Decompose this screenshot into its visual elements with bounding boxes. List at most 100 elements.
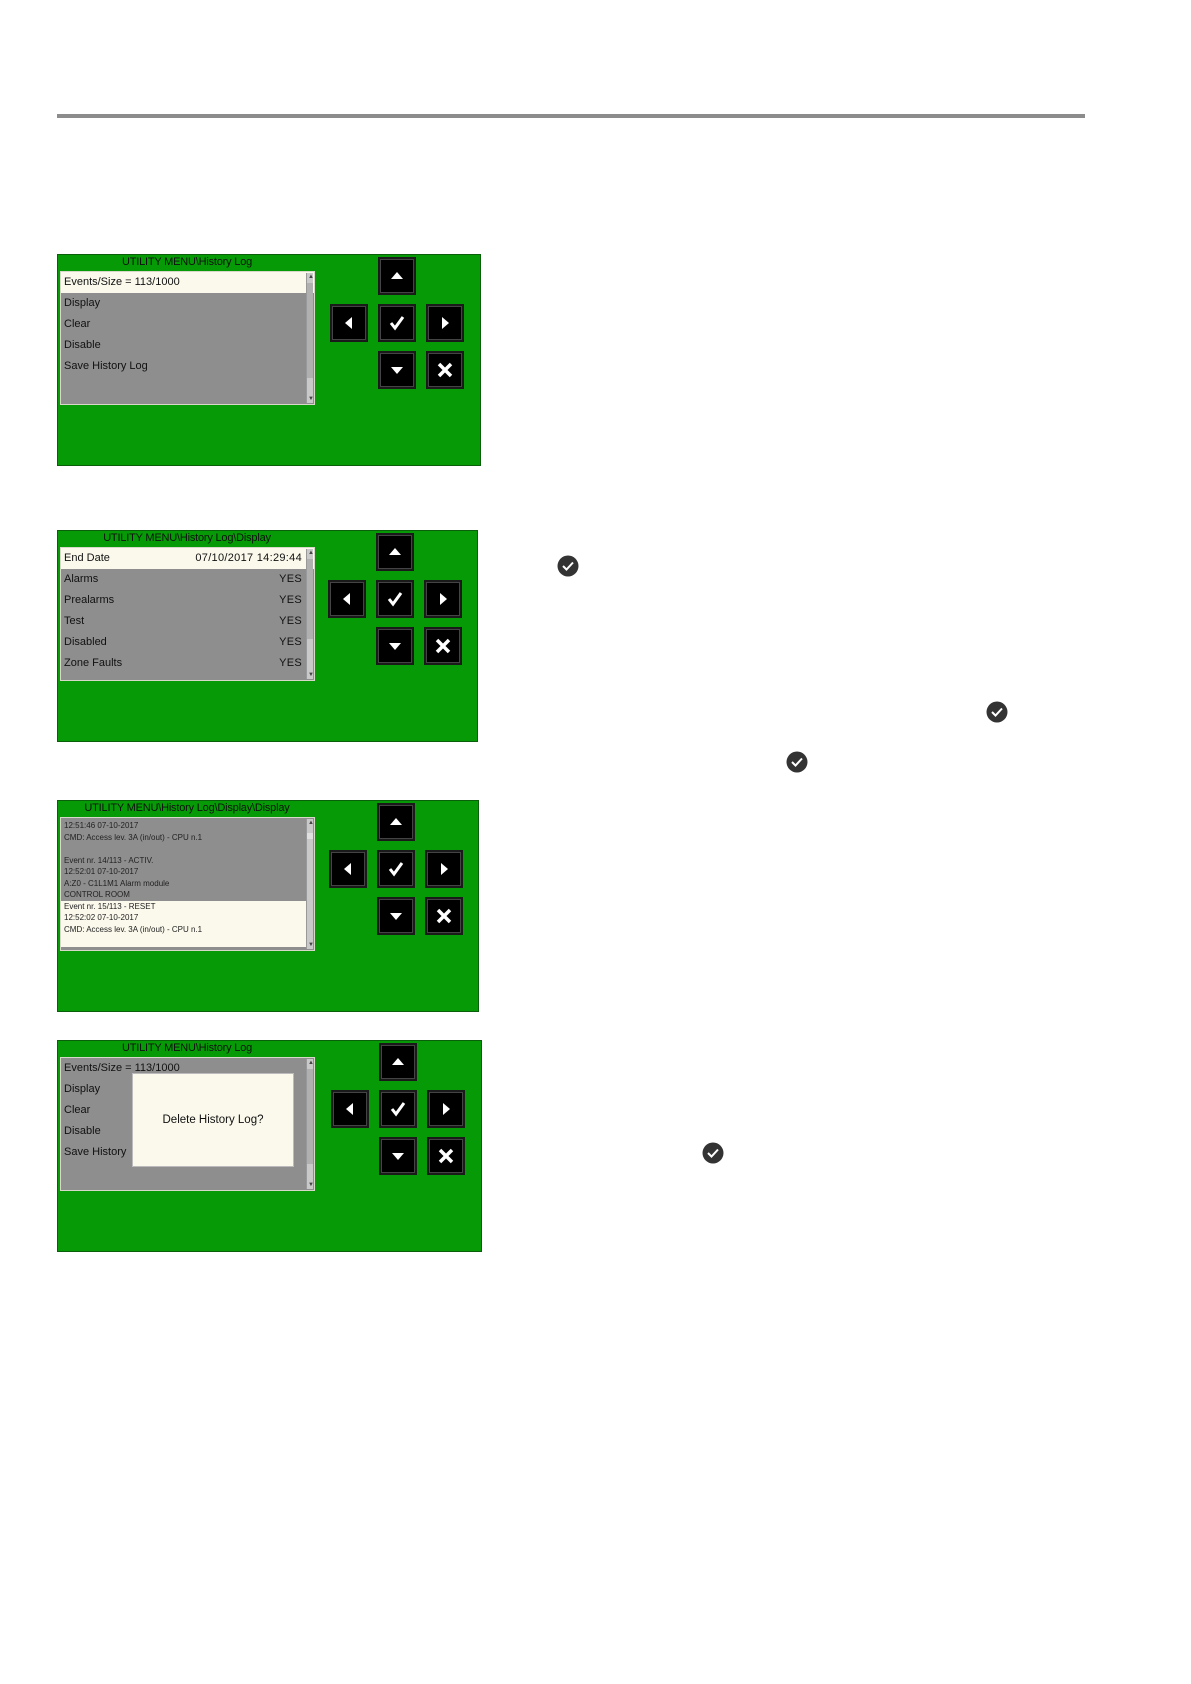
scroll-up-icon[interactable]: ▲ [308,274,314,280]
item-label: End Date [64,552,110,564]
event-log-list: 12:51:46 07-10-2017 CMD: Access lev. 3A … [60,817,315,951]
list-item-display[interactable]: Display [61,1079,314,1100]
arrow-left-icon [346,1103,353,1115]
down-button[interactable] [379,1137,417,1175]
right-button[interactable] [426,304,464,342]
item-value: YES [279,657,302,669]
scrollbar[interactable]: ▲▼ [306,273,314,403]
scrollbar[interactable]: ▲▼ [306,819,314,949]
list-item-events-size[interactable]: Events/Size = 113/1000 [61,1058,314,1079]
item-label: Clear [64,318,91,330]
cancel-x-icon [438,1148,454,1164]
item-label: Display [64,1083,101,1095]
item-value: YES [279,573,302,585]
menu-list: Events/Size = 113/1000 Display Clear Dis… [60,271,315,405]
confirm-button[interactable] [376,580,414,618]
list-item-clear[interactable]: Clear [61,314,314,335]
list-item-disable[interactable]: Disable [61,335,314,356]
panel-title: UTILITY MENU\History Log [121,256,253,268]
arrow-up-icon [392,1058,404,1065]
scroll-thumb[interactable] [307,1069,313,1164]
scroll-thumb[interactable] [307,559,313,639]
item-label: Prealarms [64,594,115,606]
cancel-button[interactable] [425,897,463,935]
item-label: Events/Size = 113/1000 [64,1062,180,1074]
item-label: Alarms [64,573,99,585]
confirm-button[interactable] [377,850,415,888]
confirm-button[interactable] [378,304,416,342]
check-circle-icon [986,701,1008,723]
arrow-up-icon [391,272,403,279]
arrow-down-icon [391,367,403,374]
confirm-check-icon [388,862,404,877]
selected-event[interactable]: Event nr. 15/113 - RESET 12:52:02 07-10-… [61,900,306,947]
log-line: CONTROL ROOM [64,890,130,899]
scrollbar[interactable]: ▲▼ [306,549,314,679]
cancel-button[interactable] [424,627,462,665]
item-value: YES [279,615,302,627]
left-button[interactable] [328,580,366,618]
scroll-down-icon[interactable]: ▼ [308,942,314,948]
up-button[interactable] [377,803,415,841]
up-button[interactable] [376,533,414,571]
scroll-thumb[interactable] [307,833,313,839]
check-circle-icon [786,751,808,773]
confirm-check-icon [387,592,403,607]
log-line [61,843,314,855]
list-item-clear[interactable]: Clear [61,1100,314,1121]
right-button[interactable] [425,850,463,888]
arrow-right-icon [443,1103,450,1115]
up-button[interactable] [379,1043,417,1081]
scroll-down-icon[interactable]: ▼ [308,672,314,678]
delete-confirm-dialog[interactable]: Delete History Log? [132,1073,294,1167]
panel-title: UTILITY MENU\History Log\Display\Display [84,802,290,814]
arrow-down-icon [392,1153,404,1160]
right-button[interactable] [424,580,462,618]
cancel-button[interactable] [426,351,464,389]
log-line: Event nr. 14/113 - ACTIV. [64,855,154,865]
list-item-display[interactable]: Display [61,293,314,314]
left-button[interactable] [329,850,367,888]
arrow-left-icon [345,317,352,329]
scroll-up-icon[interactable]: ▲ [308,550,314,556]
left-button[interactable] [331,1090,369,1128]
arrow-right-icon [440,593,447,605]
scroll-down-icon[interactable]: ▼ [308,396,314,402]
arrow-right-icon [441,863,448,875]
history-log-menu-panel: UTILITY MENU\History Log Events/Size = 1… [57,254,481,466]
log-line: CMD: Access lev. 3A (in/out) - CPU n.1 [64,924,203,934]
down-button[interactable] [376,627,414,665]
right-button[interactable] [427,1090,465,1128]
up-button[interactable] [378,257,416,295]
down-button[interactable] [378,351,416,389]
item-label: Clear [64,1104,91,1116]
history-display-filter-panel: UTILITY MENU\History Log\Display End Dat… [57,530,478,742]
log-line: Event nr. 15/113 - RESET [64,901,156,911]
list-item-events-size[interactable]: Events/Size = 113/1000 [61,272,314,293]
log-line-spacer [61,935,306,947]
list-item-disable[interactable]: Disable [61,1121,314,1142]
left-button[interactable] [330,304,368,342]
arrow-right-icon [442,317,449,329]
item-label: Save History Log [64,360,148,372]
down-button[interactable] [377,897,415,935]
confirm-button[interactable] [379,1090,417,1128]
list-item-save-history[interactable]: Save History [61,1142,314,1163]
scroll-thumb[interactable] [307,283,313,378]
list-item-save-history-log[interactable]: Save History Log [61,356,314,377]
cancel-button[interactable] [427,1137,465,1175]
panel-title: UTILITY MENU\History Log\Display [103,532,271,544]
header-rule [57,114,1085,118]
scrollbar[interactable]: ▲▼ [306,1059,314,1189]
list-item-alarms[interactable]: Alarms YES [61,569,314,590]
arrow-down-icon [389,643,401,650]
scroll-up-icon[interactable]: ▲ [308,820,314,826]
scroll-down-icon[interactable]: ▼ [308,1182,314,1188]
scroll-up-icon[interactable]: ▲ [308,1060,314,1066]
log-line: 12:51:46 07-10-2017 [64,821,139,830]
